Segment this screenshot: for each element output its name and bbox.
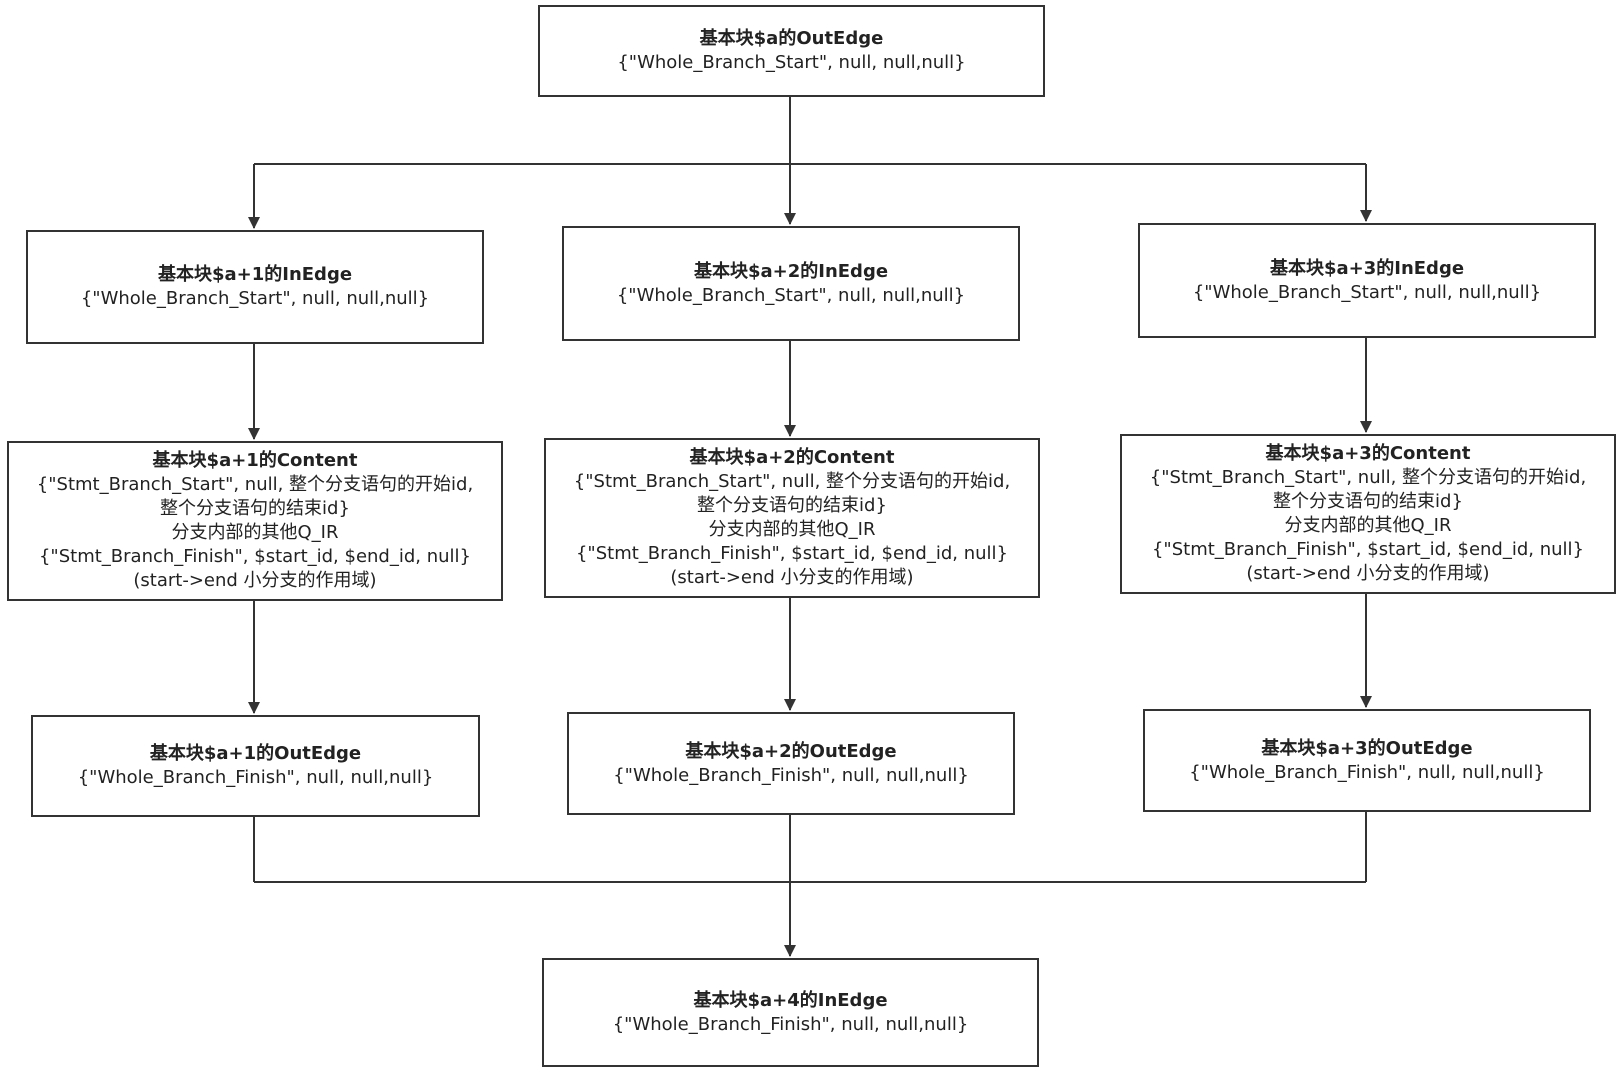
node-a1-outedge: 基本块$a+1的OutEdge {"Whole_Branch_Finish", … [31, 715, 480, 817]
node-a2-inedge: 基本块$a+2的InEdge {"Whole_Branch_Start", nu… [562, 226, 1020, 341]
node-line: {"Stmt_Branch_Finish", $start_id, $end_i… [575, 543, 1008, 564]
node-line: {"Stmt_Branch_Start", null, 整个分支语句的开始id, [36, 474, 474, 495]
node-title: 基本块$a+1的InEdge [157, 264, 353, 285]
node-line: 整个分支语句的结束id} [160, 498, 350, 519]
node-line: {"Whole_Branch_Start", null, null,null} [1192, 281, 1542, 303]
node-a2-content: 基本块$a+2的Content {"Stmt_Branch_Start", nu… [544, 438, 1040, 598]
node-a-outedge: 基本块$a的OutEdge {"Whole_Branch_Start", nul… [538, 5, 1045, 97]
node-line: {"Whole_Branch_Finish", null, null,null} [77, 767, 434, 788]
node-line: (start->end 小分支的作用域) [133, 570, 377, 591]
node-title: 基本块$a+3的InEdge [1269, 257, 1465, 279]
node-line: 分支内部的其他Q_IR [1284, 515, 1452, 536]
node-title: 基本块$a+3的Content [1265, 443, 1471, 464]
node-line: 整个分支语句的结束id} [697, 495, 887, 516]
node-line: (start->end 小分支的作用域) [1246, 563, 1490, 584]
node-title: 基本块$a+4的InEdge [693, 989, 888, 1011]
node-line: {"Whole_Branch_Finish", null, null,null} [613, 764, 969, 786]
node-line: {"Stmt_Branch_Start", null, 整个分支语句的开始id, [1149, 467, 1587, 488]
node-title: 基本块$a的OutEdge [699, 28, 884, 49]
node-line: {"Whole_Branch_Finish", null, null,null} [1189, 761, 1545, 783]
node-line: 分支内部的其他Q_IR [171, 522, 339, 543]
node-line: (start->end 小分支的作用域) [670, 567, 914, 588]
node-a3-inedge: 基本块$a+3的InEdge {"Whole_Branch_Start", nu… [1138, 223, 1596, 338]
node-a1-content: 基本块$a+1的Content {"Stmt_Branch_Start", nu… [7, 441, 503, 601]
node-title: 基本块$a+1的Content [152, 450, 358, 471]
node-line: {"Whole_Branch_Start", null, null,null} [80, 288, 430, 309]
node-a3-outedge: 基本块$a+3的OutEdge {"Whole_Branch_Finish", … [1143, 709, 1591, 812]
node-title: 基本块$a+2的InEdge [693, 260, 889, 282]
node-line: 整个分支语句的结束id} [1273, 491, 1463, 512]
node-a1-inedge: 基本块$a+1的InEdge {"Whole_Branch_Start", nu… [26, 230, 484, 344]
node-line: 分支内部的其他Q_IR [708, 519, 876, 540]
node-title: 基本块$a+3的OutEdge [1261, 737, 1473, 759]
node-a4-inedge: 基本块$a+4的InEdge {"Whole_Branch_Finish", n… [542, 958, 1039, 1067]
node-line: {"Whole_Branch_Start", null, null,null} [616, 284, 966, 306]
node-a2-outedge: 基本块$a+2的OutEdge {"Whole_Branch_Finish", … [567, 712, 1015, 815]
node-line: {"Stmt_Branch_Finish", $start_id, $end_i… [38, 546, 471, 567]
node-title: 基本块$a+1的OutEdge [149, 743, 362, 764]
node-a3-content: 基本块$a+3的Content {"Stmt_Branch_Start", nu… [1120, 434, 1616, 594]
node-line: {"Whole_Branch_Finish", null, null,null} [612, 1013, 969, 1035]
node-title: 基本块$a+2的Content [689, 447, 895, 468]
node-title: 基本块$a+2的OutEdge [685, 740, 897, 762]
node-line: {"Whole_Branch_Start", null, null,null} [617, 52, 966, 73]
node-line: {"Stmt_Branch_Start", null, 整个分支语句的开始id, [573, 471, 1011, 492]
node-line: {"Stmt_Branch_Finish", $start_id, $end_i… [1151, 539, 1584, 560]
